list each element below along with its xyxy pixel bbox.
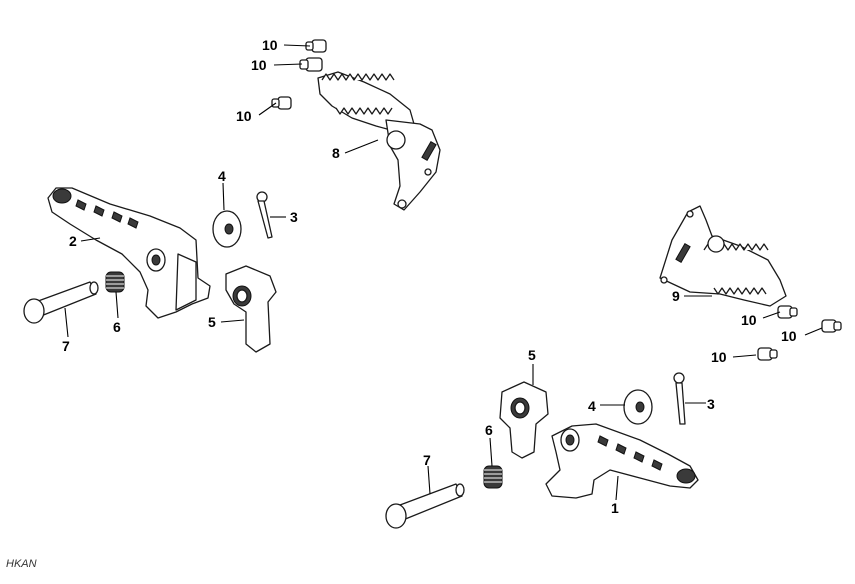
stopper-plate-5-right xyxy=(499,381,549,459)
callout-3: 3 xyxy=(290,209,298,225)
callout-6: 6 xyxy=(485,422,493,438)
pivot-pin-7-right xyxy=(385,483,465,529)
bolt-10-right-1 xyxy=(777,305,798,319)
spring-6-left xyxy=(105,271,125,293)
callout-10: 10 xyxy=(236,108,252,124)
callout-4: 4 xyxy=(218,168,226,184)
footpeg-9 xyxy=(659,205,787,307)
washer-4-right xyxy=(623,389,653,425)
callout-7: 7 xyxy=(62,338,70,354)
diagram-code-label: HKAN xyxy=(6,558,37,570)
leader-lines xyxy=(64,44,823,501)
bolt-10-top-2 xyxy=(299,57,323,72)
stopper-plate-5-left xyxy=(225,265,277,353)
callout-9: 9 xyxy=(672,288,680,304)
cotter-pin-3-right xyxy=(673,372,686,425)
bolt-10-right-3 xyxy=(757,347,778,361)
callout-7: 7 xyxy=(423,452,431,468)
callout-3: 3 xyxy=(707,396,715,412)
callout-6: 6 xyxy=(113,319,121,335)
footpeg-bracket-1 xyxy=(545,423,699,499)
footpeg-bracket-2 xyxy=(47,187,211,319)
callout-labels: 10 10 10 8 4 3 2 5 6 7 9 10 10 10 5 4 3 … xyxy=(62,37,797,516)
callout-10: 10 xyxy=(741,312,757,328)
bolt-10-top-3 xyxy=(271,96,292,110)
callout-8: 8 xyxy=(332,145,340,161)
cotter-pin-3-left xyxy=(256,191,273,239)
callout-10: 10 xyxy=(711,349,727,365)
callout-2: 2 xyxy=(69,233,77,249)
callout-10: 10 xyxy=(262,37,278,53)
callout-10: 10 xyxy=(781,328,797,344)
washer-4-left xyxy=(212,210,242,248)
callout-4: 4 xyxy=(588,398,596,414)
callout-10: 10 xyxy=(251,57,267,73)
callout-1: 1 xyxy=(611,500,619,516)
footpeg-8 xyxy=(317,71,441,211)
spring-6-right xyxy=(483,465,503,489)
callout-5: 5 xyxy=(528,347,536,363)
pivot-pin-7-left xyxy=(23,281,99,324)
callout-5: 5 xyxy=(208,314,216,330)
bolt-10-right-2 xyxy=(821,319,842,333)
